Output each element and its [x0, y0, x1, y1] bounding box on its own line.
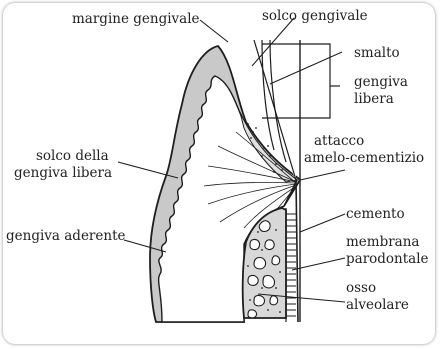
label-solco-gengiva-libera-1: solco della — [36, 148, 109, 164]
label-osso-2: alveolare — [346, 297, 409, 313]
label-osso-1: osso — [346, 280, 376, 296]
label-margine-gengivale: margine gengivale — [72, 11, 200, 27]
label-attacco-1: attacco — [314, 133, 364, 149]
label-membrana-1: membrana — [346, 234, 419, 250]
label-solco-gengivale: solco gengivale — [262, 8, 368, 24]
label-gengiva-libera-2: libera — [354, 91, 394, 107]
label-cemento: cemento — [346, 206, 405, 222]
periodontal-ligament-hatch — [286, 214, 296, 316]
root-surface — [296, 180, 298, 322]
label-gengiva-libera-1: gengiva — [354, 74, 408, 90]
label-attacco-2: amelo-cementizio — [304, 150, 424, 166]
label-smalto: smalto — [354, 45, 400, 61]
label-gengiva-aderente: gengiva aderente — [6, 228, 125, 244]
label-solco-gengiva-libera-2: gengiva libera — [14, 165, 112, 181]
label-membrana-2: parodontale — [346, 251, 429, 267]
